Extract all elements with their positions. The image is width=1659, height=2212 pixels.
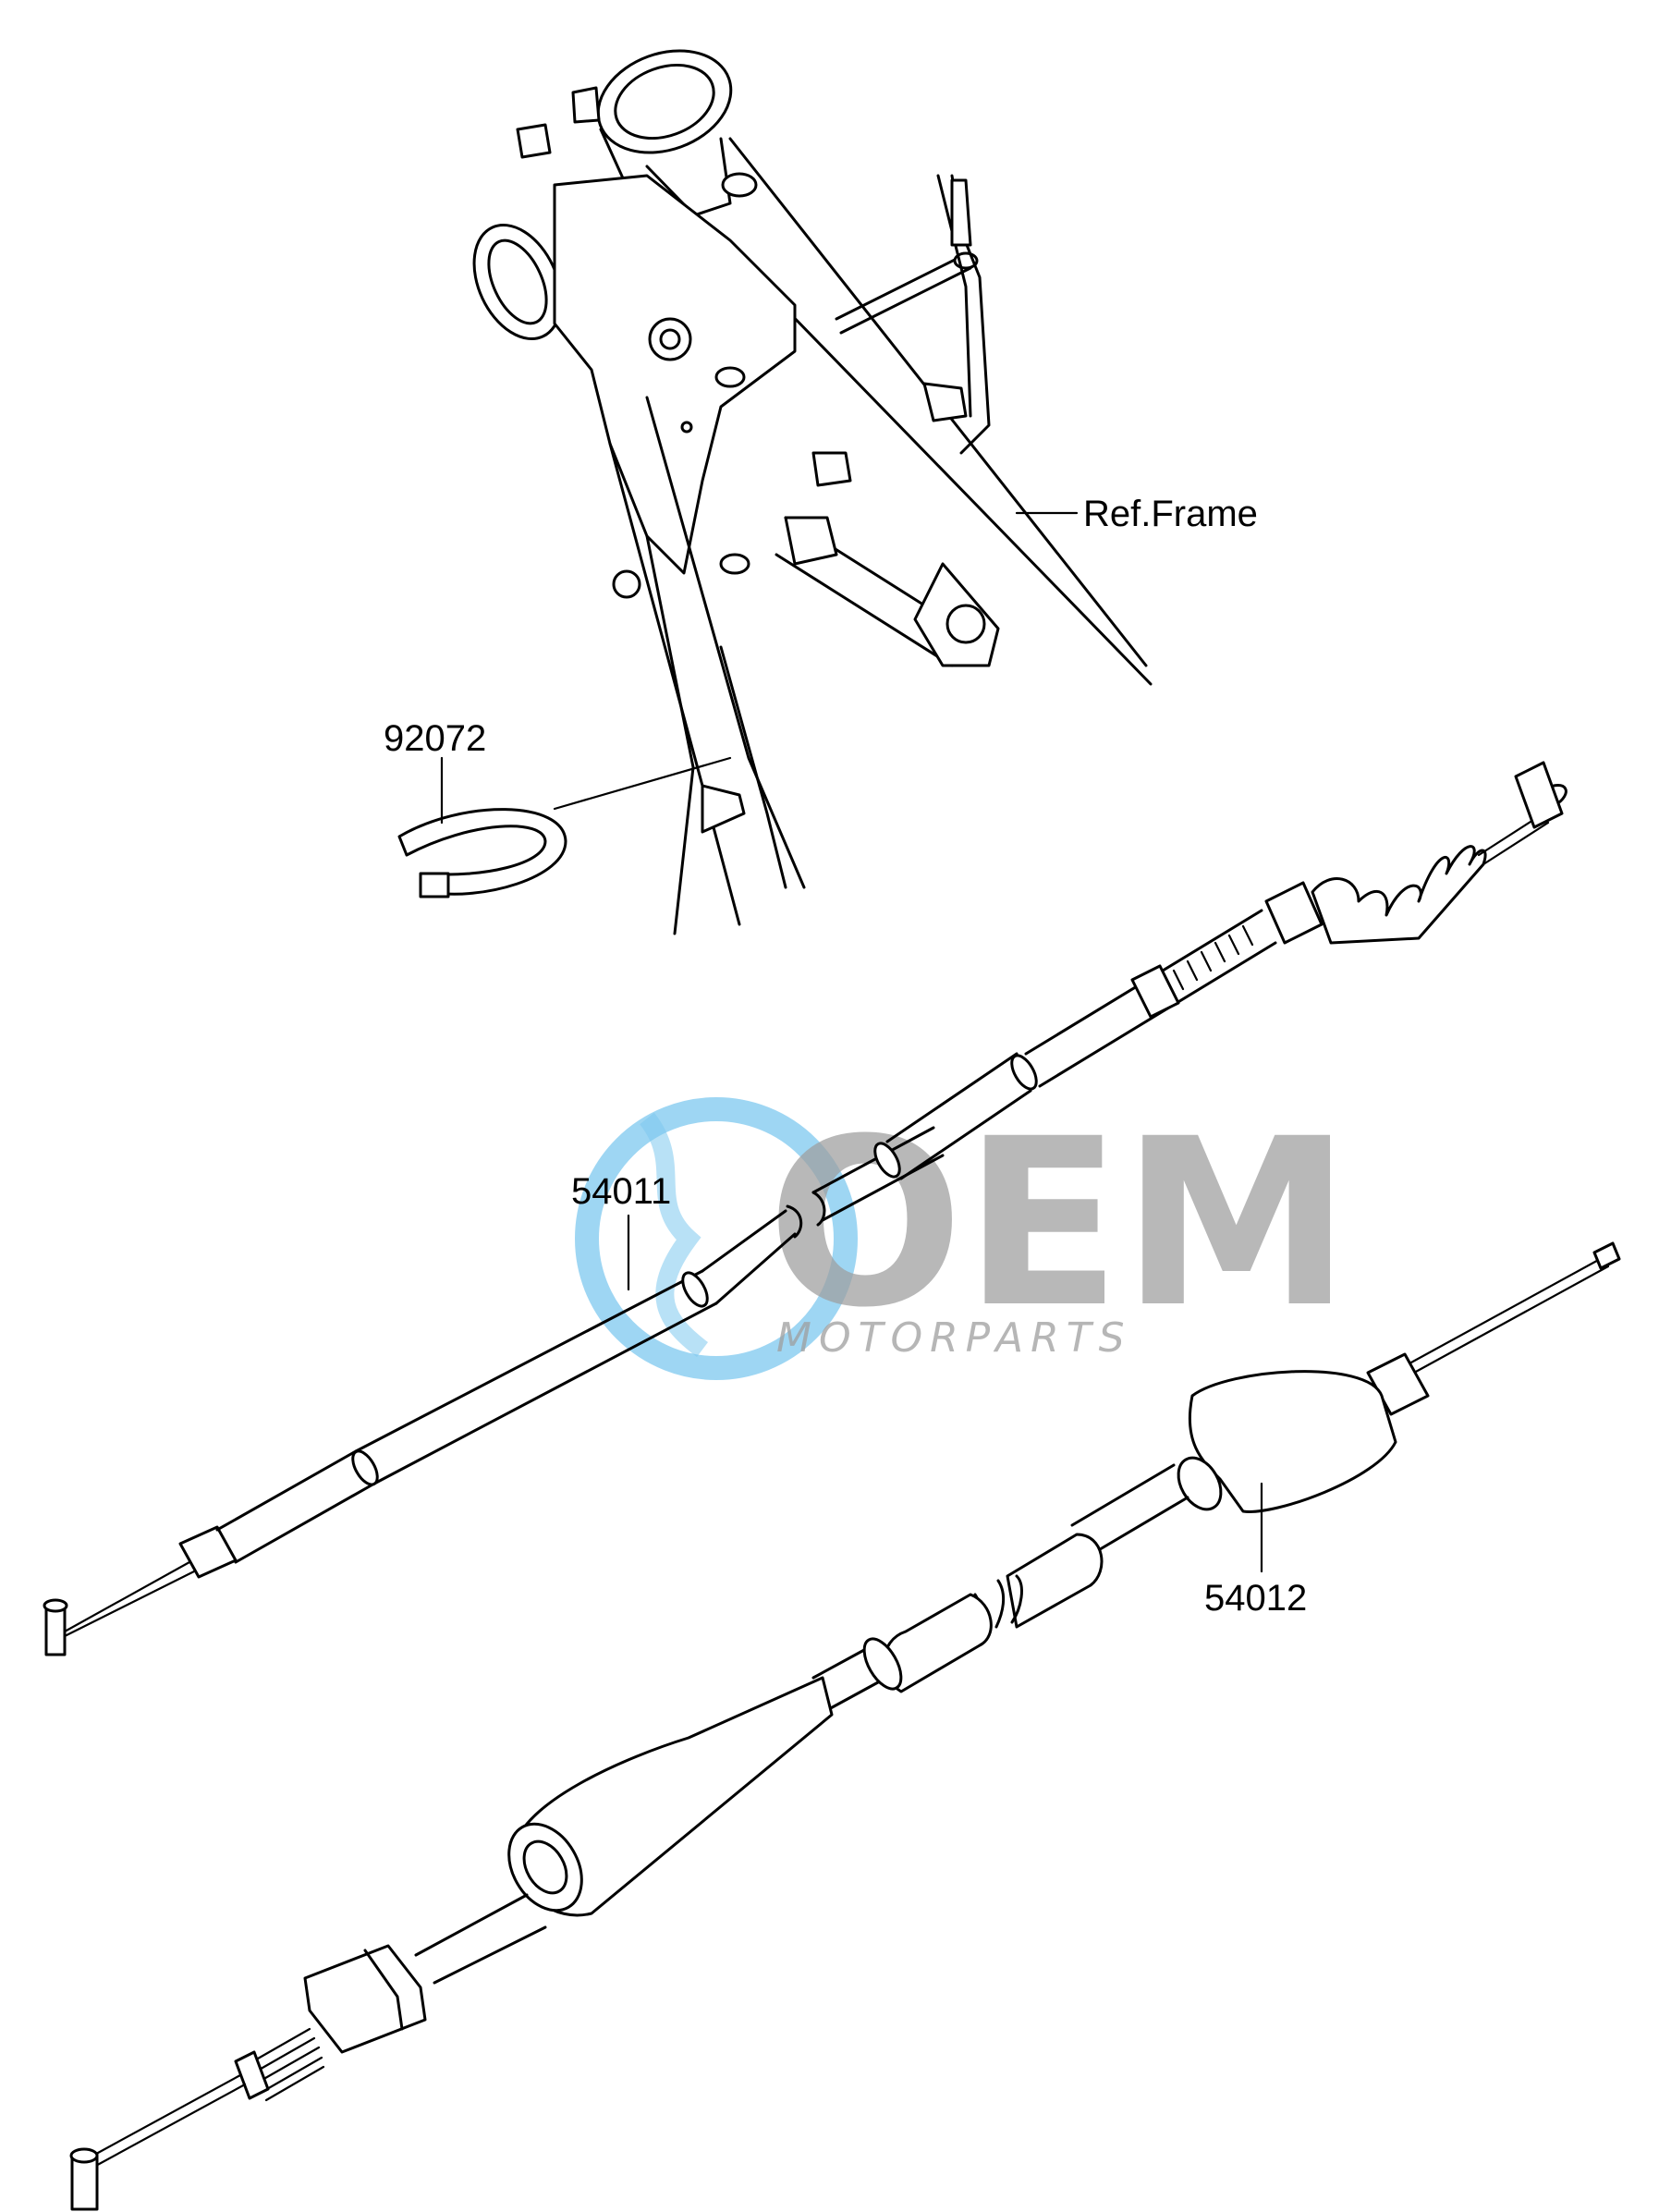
- cable-lower: [69, 1241, 1621, 2211]
- watermark-logo-text: OEM: [767, 1089, 1351, 1358]
- cable-upper: [43, 761, 1568, 1656]
- frame-drawing: [472, 49, 1153, 935]
- label-54012: 54012: [1204, 1578, 1307, 1619]
- watermark: OEM MOTORPARTS: [575, 1089, 1351, 1380]
- label-54011: 54011: [571, 1171, 671, 1212]
- watermark-sub-text: MOTORPARTS: [776, 1314, 1132, 1362]
- band-clamp: [397, 808, 567, 898]
- leader-92072-frame: [553, 756, 732, 811]
- label-92072: 92072: [384, 718, 486, 759]
- label-ref-frame: Ref.Frame: [1083, 494, 1258, 534]
